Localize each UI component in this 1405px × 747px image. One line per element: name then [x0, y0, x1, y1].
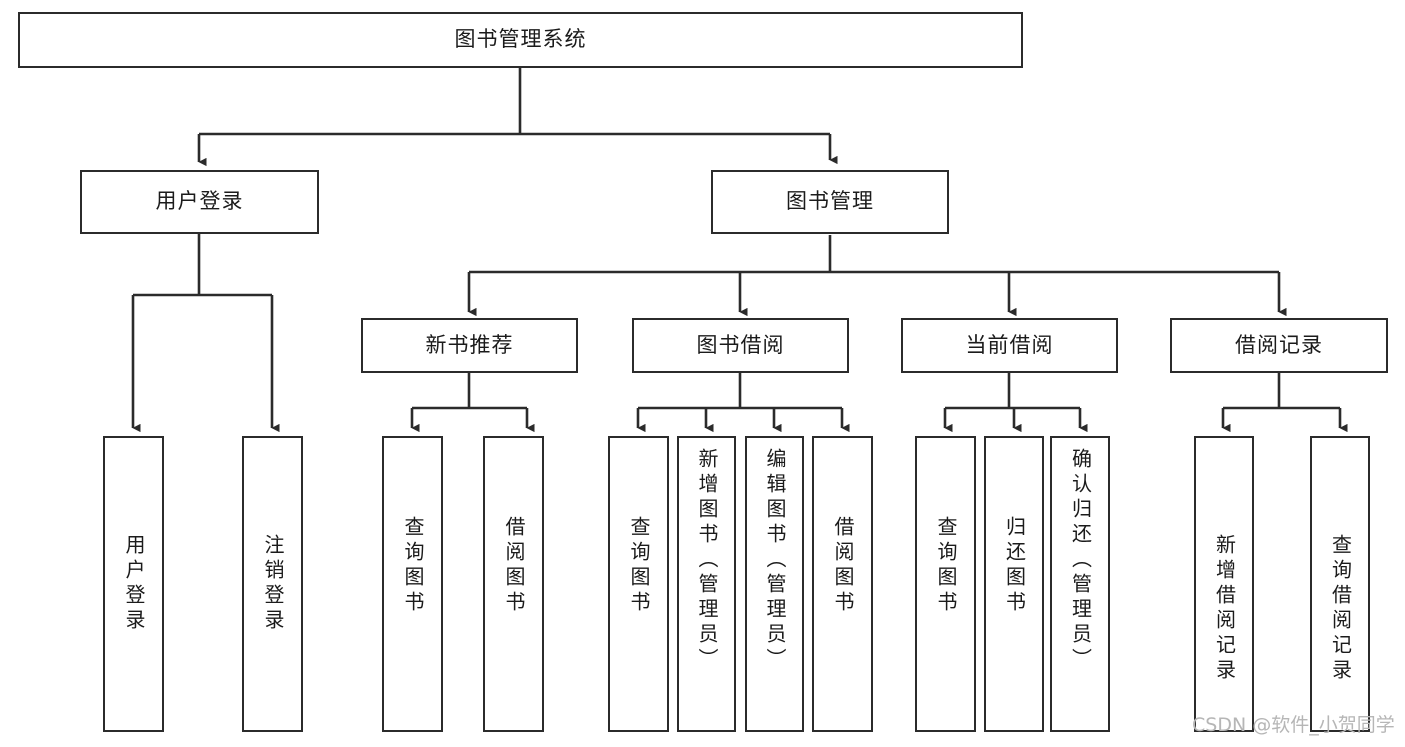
leaf-add-book-admin[interactable]: 新增图书（管理员） — [677, 436, 736, 732]
node-label: 借阅记录 — [1235, 332, 1323, 357]
node-borrow-record[interactable]: 借阅记录 — [1170, 318, 1388, 373]
leaf-return-book[interactable]: 归还图书 — [984, 436, 1044, 732]
node-book-borrow[interactable]: 图书借阅 — [632, 318, 849, 373]
node-label: 编辑图书（管理员） — [763, 448, 787, 673]
node-label: 查询图书 — [627, 516, 651, 616]
leaf-query-borrow-record[interactable]: 查询借阅记录 — [1310, 436, 1370, 732]
leaf-query-book-borrow[interactable]: 查询图书 — [608, 436, 669, 732]
node-label: 查询图书 — [401, 516, 425, 616]
leaf-confirm-return-admin[interactable]: 确认归还（管理员） — [1050, 436, 1110, 732]
node-label: 查询借阅记录 — [1328, 534, 1353, 684]
node-label: 查询图书 — [934, 516, 958, 616]
leaf-borrow-book[interactable]: 借阅图书 — [812, 436, 873, 732]
node-label: 新增图书（管理员） — [695, 448, 719, 673]
node-user-login[interactable]: 用户登录 — [80, 170, 319, 234]
node-label: 用户登录 — [122, 534, 146, 634]
node-label: 当前借阅 — [965, 332, 1054, 357]
leaf-user-login[interactable]: 用户登录 — [103, 436, 164, 732]
leaf-borrow-book-recommend[interactable]: 借阅图书 — [483, 436, 544, 732]
node-label: 归还图书 — [1002, 516, 1027, 616]
node-label: 新书推荐 — [425, 332, 514, 357]
leaf-logout[interactable]: 注销登录 — [242, 436, 303, 732]
leaf-add-borrow-record[interactable]: 新增借阅记录 — [1194, 436, 1254, 732]
leaf-query-book-current[interactable]: 查询图书 — [915, 436, 976, 732]
node-label: 图书管理系统 — [454, 27, 587, 52]
node-label: 新增借阅记录 — [1212, 534, 1237, 684]
node-current-borrow[interactable]: 当前借阅 — [901, 318, 1118, 373]
csdn-watermark: CSDN @软件_小贺同学 — [1192, 714, 1395, 736]
node-label: 借阅图书 — [831, 516, 855, 616]
node-label: 注销登录 — [261, 534, 285, 634]
node-new-book-recommend[interactable]: 新书推荐 — [361, 318, 578, 373]
node-book-management[interactable]: 图书管理 — [711, 170, 949, 234]
node-label: 用户登录 — [155, 189, 244, 214]
node-label: 借阅图书 — [502, 516, 526, 616]
node-root-book-management-system[interactable]: 图书管理系统 — [18, 12, 1023, 68]
node-label: 图书借阅 — [696, 332, 785, 357]
leaf-edit-book-admin[interactable]: 编辑图书（管理员） — [745, 436, 804, 732]
leaf-query-book-recommend[interactable]: 查询图书 — [382, 436, 443, 732]
node-label: 图书管理 — [786, 189, 874, 214]
node-label: 确认归还（管理员） — [1068, 448, 1093, 673]
